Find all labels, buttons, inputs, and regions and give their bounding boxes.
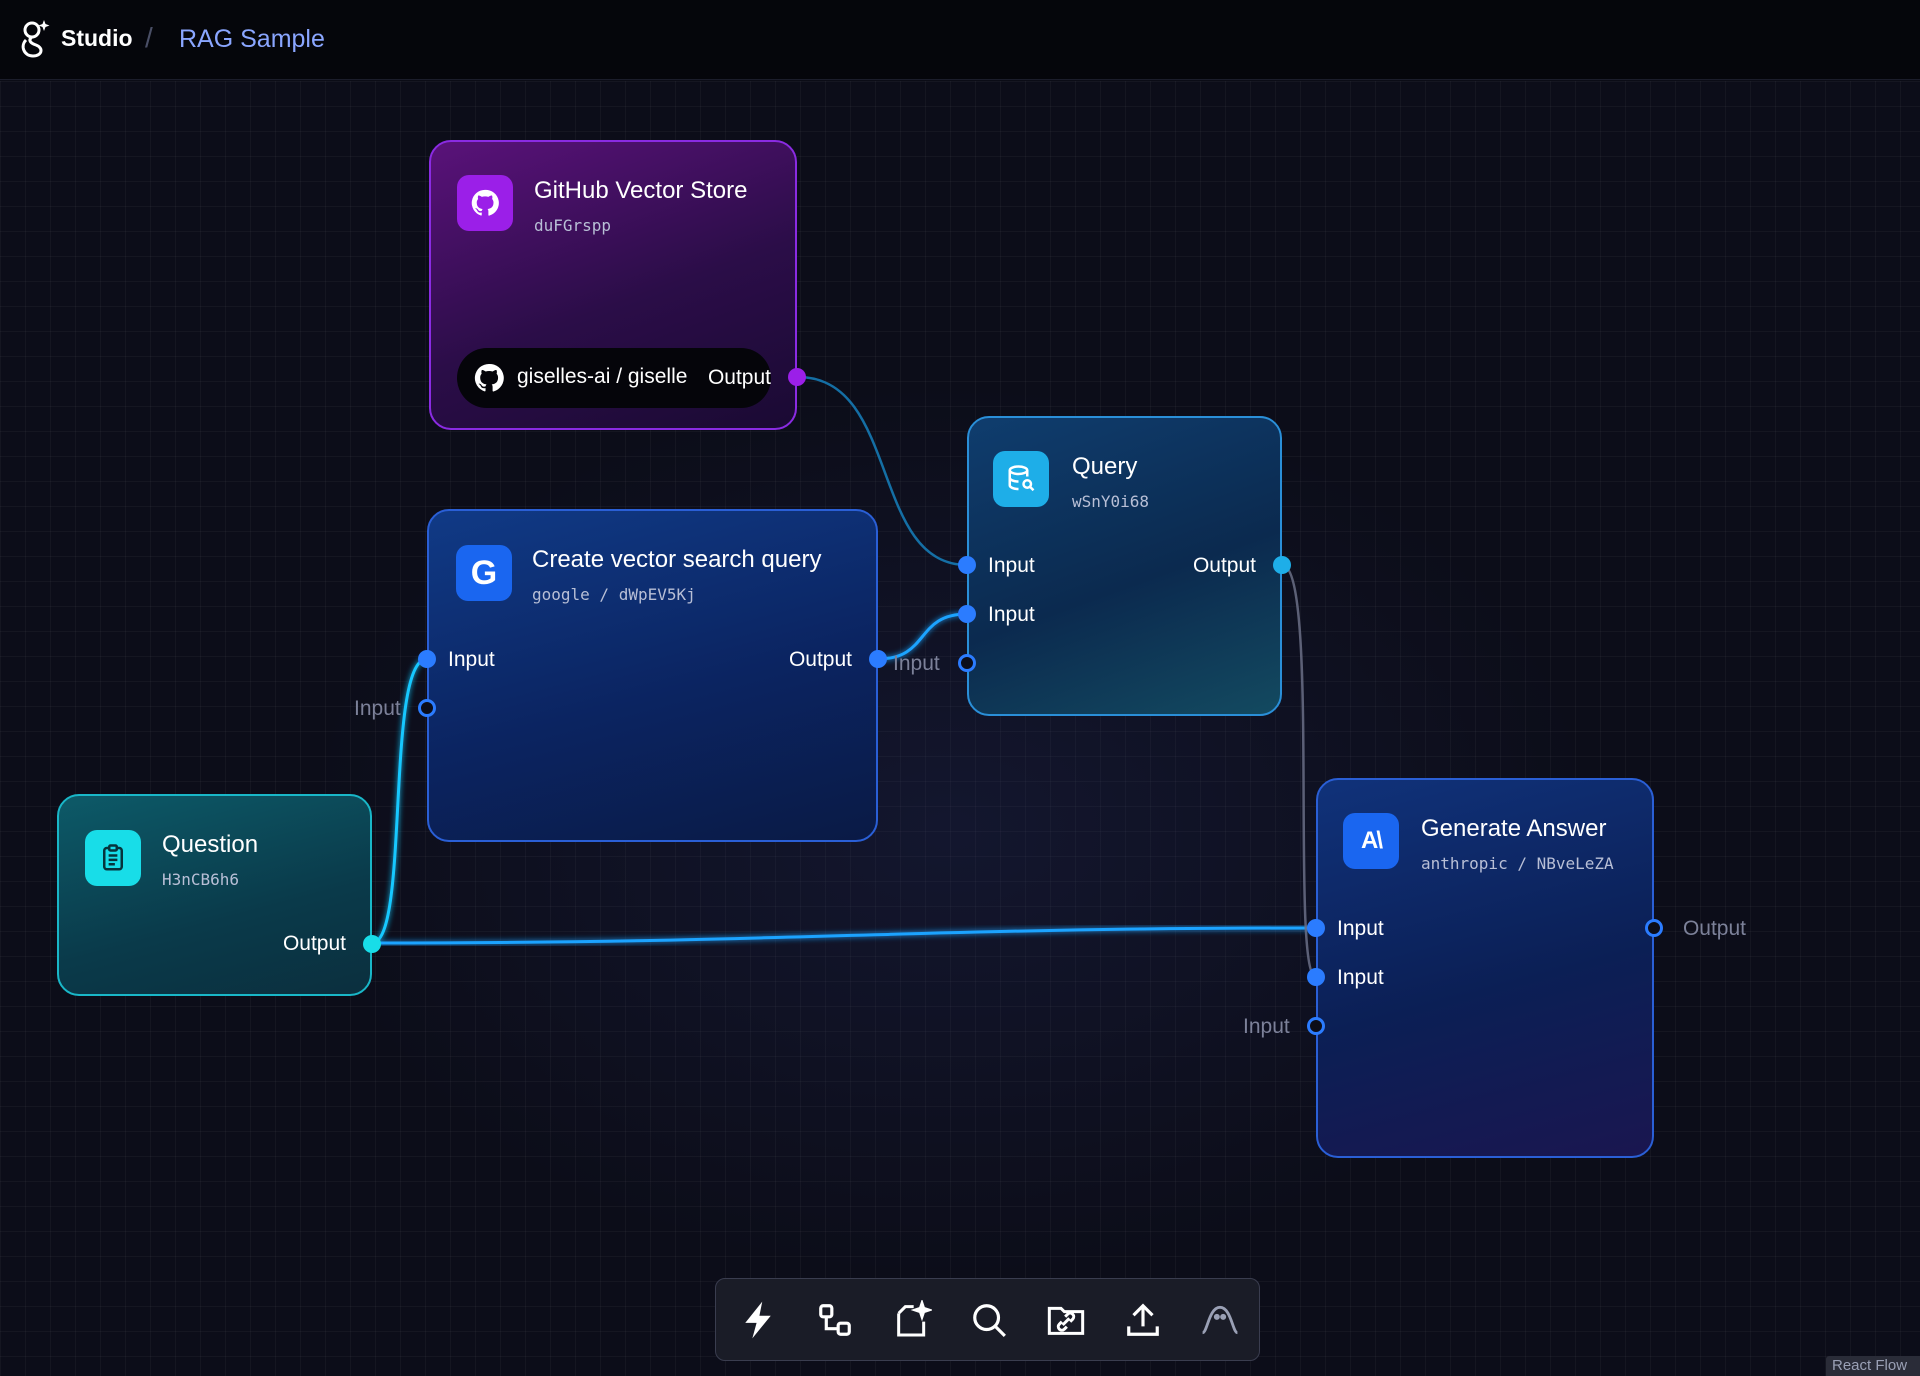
anthropic-icon: A\ xyxy=(1343,813,1399,869)
folder-link-icon[interactable] xyxy=(1043,1297,1089,1343)
google-glyph-icon: G xyxy=(470,553,498,592)
node-title: GitHub Vector Store xyxy=(534,177,748,204)
input-label-1: Input xyxy=(448,648,495,671)
input-label-1: Input xyxy=(1337,917,1384,940)
node-id: H3nCB6h6 xyxy=(162,870,240,889)
node-github-vector-store[interactable]: GitHub Vector Store duFGrspp giselles-ai… xyxy=(429,140,806,430)
output-label: Output xyxy=(282,932,346,955)
node-title: Query xyxy=(1072,453,1138,480)
edge-question-answer[interactable] xyxy=(371,926,1317,945)
input-port-3[interactable] xyxy=(958,654,976,672)
node-question[interactable]: Question H3nCB6h6 Output xyxy=(57,794,381,996)
node-id: wSnY0i68 xyxy=(1072,492,1150,511)
input-label-3: Input xyxy=(893,652,940,675)
ghost-icon[interactable] xyxy=(1197,1297,1243,1343)
output-label: Output xyxy=(1192,554,1256,577)
clipboard-text-icon xyxy=(85,830,141,886)
app-header: Studio / RAG Sample xyxy=(0,0,1920,80)
studio-label[interactable]: Studio xyxy=(61,25,133,51)
input-port-2[interactable] xyxy=(958,605,976,623)
output-label: Output xyxy=(1682,917,1746,940)
node-title: Create vector search query xyxy=(532,546,822,573)
upload-icon[interactable] xyxy=(1120,1297,1166,1343)
output-port[interactable] xyxy=(363,935,381,953)
database-search-icon xyxy=(993,451,1049,507)
repo-name: giselles-ai / giselle xyxy=(517,365,688,388)
google-icon: G xyxy=(456,545,512,601)
input-label-2: Input xyxy=(988,603,1035,626)
node-id: duFGrspp xyxy=(534,216,612,235)
flow-canvas[interactable]: GitHub Vector Store duFGrspp giselles-ai… xyxy=(0,81,1920,1376)
edge-create-query[interactable] xyxy=(877,612,968,661)
edge-github-query[interactable] xyxy=(797,375,968,567)
edges-layer xyxy=(371,375,1318,979)
node-subtitle: anthropic / NBveLeZA xyxy=(1421,854,1614,873)
react-flow-attribution[interactable]: React Flow xyxy=(1826,1356,1920,1376)
edge-question-create[interactable] xyxy=(371,657,428,945)
bottom-toolbar xyxy=(715,1278,1260,1361)
search-icon[interactable] xyxy=(966,1297,1012,1343)
github-mark-icon xyxy=(471,189,499,216)
node-generate-answer[interactable]: A\ Generate Answer anthropic / NBveLeZA … xyxy=(1243,778,1746,1158)
node-query[interactable]: Query wSnY0i68 Input Input Input Output xyxy=(893,416,1291,716)
database-glyph-icon xyxy=(1008,465,1035,492)
input-port-1[interactable] xyxy=(958,556,976,574)
input-port-3[interactable] xyxy=(1307,1017,1325,1035)
repo-selector[interactable]: giselles-ai / giselle xyxy=(457,348,771,408)
input-label-3: Input xyxy=(1243,1015,1290,1038)
output-label: Output xyxy=(788,648,852,671)
lightning-icon[interactable] xyxy=(735,1297,781,1343)
anthropic-glyph-icon: A\ xyxy=(1361,827,1383,854)
github-icon xyxy=(457,175,513,231)
github-icon xyxy=(474,363,504,392)
output-port[interactable] xyxy=(1273,556,1291,574)
giselle-logo-icon[interactable] xyxy=(18,18,52,62)
sparkle-file-icon[interactable] xyxy=(889,1297,935,1343)
input-port-2[interactable] xyxy=(418,699,436,717)
input-port-1[interactable] xyxy=(418,650,436,668)
output-port[interactable] xyxy=(1645,919,1663,937)
input-port-1[interactable] xyxy=(1307,919,1325,937)
node-title: Question xyxy=(162,831,259,858)
clipboard-glyph-icon xyxy=(103,844,123,871)
input-label-2: Input xyxy=(354,697,401,720)
output-port[interactable] xyxy=(788,368,806,386)
app-name[interactable]: RAG Sample xyxy=(179,25,325,53)
edge-query-answer[interactable] xyxy=(1281,563,1318,979)
node-title: Generate Answer xyxy=(1421,815,1607,842)
node-create-vector-search-query[interactable]: G Create vector search query google / dW… xyxy=(354,509,887,842)
nodes-icon[interactable] xyxy=(812,1297,858,1343)
output-port[interactable] xyxy=(869,650,887,668)
node-subtitle: google / dWpEV5Kj xyxy=(532,585,696,604)
breadcrumb-separator: / xyxy=(145,22,153,53)
input-label-2: Input xyxy=(1337,966,1384,989)
output-label: Output xyxy=(707,366,771,389)
input-port-2[interactable] xyxy=(1307,968,1325,986)
input-label-1: Input xyxy=(988,554,1035,577)
